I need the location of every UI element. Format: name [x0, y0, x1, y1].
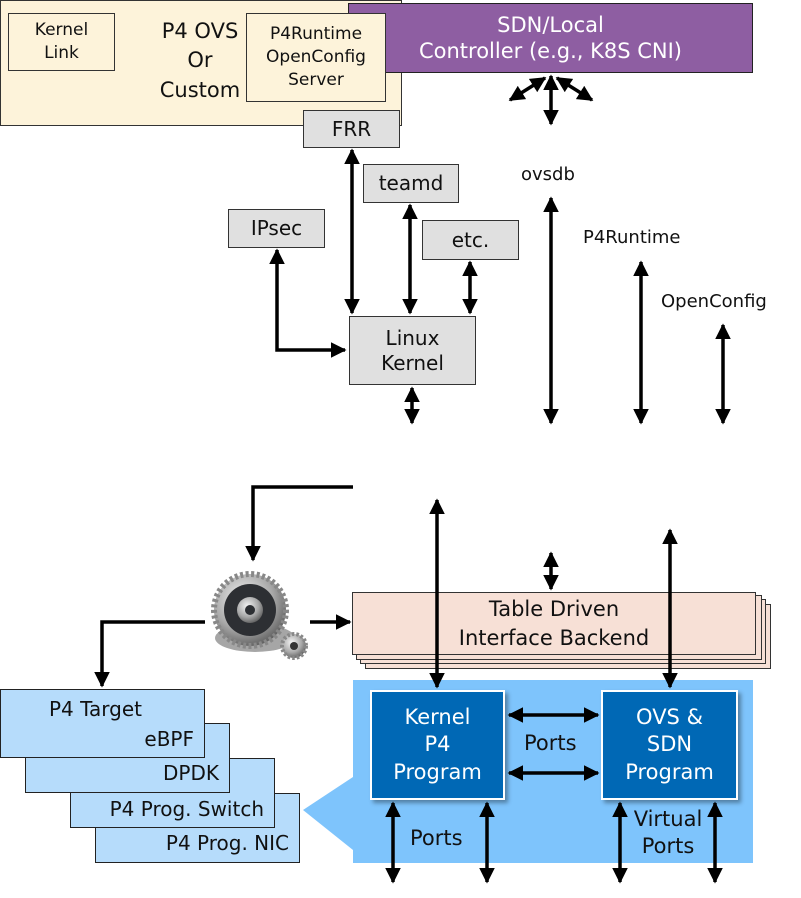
teamd-label: teamd: [378, 171, 444, 195]
p4-ovs-box: Kernel Link P4 OVS Or Custom P4Runtime O…: [0, 0, 402, 126]
target-title: P4 Target: [49, 697, 143, 721]
ipsec-box: IPsec: [228, 209, 325, 248]
controller-line2: Controller (e.g., K8S CNI): [418, 39, 682, 63]
arrow-controller-left: [508, 76, 547, 102]
server-line2: OpenConfig: [266, 47, 366, 68]
callout-triangle: [303, 777, 353, 850]
backend-line2: Interface Backend: [458, 625, 650, 650]
ipsec-label: IPsec: [250, 216, 303, 240]
p4runtime-server-box: P4Runtime OpenConfig Server: [246, 13, 386, 102]
p4runtime-label: P4Runtime: [583, 227, 681, 248]
linux-kernel-line1: Linux: [385, 325, 440, 350]
frr-label: FRR: [331, 116, 372, 141]
target-nic-label: P4 Prog. NIC: [165, 831, 289, 855]
openconfig-label: OpenConfig: [661, 291, 767, 312]
virtual-ports-line2: Ports: [641, 834, 695, 858]
target-dpdk-label: DPDK: [163, 761, 219, 785]
server-line3: Server: [288, 69, 344, 90]
teamd-box: teamd: [363, 164, 459, 203]
kernel-p4-line3: Program: [393, 759, 482, 784]
table-driven-backend-box: Table Driven Interface Backend: [352, 592, 756, 655]
p4-ovs-line3: Custom: [159, 77, 241, 102]
gear-small-hole: [290, 642, 298, 650]
target-ebpf: P4 Target eBPF: [0, 689, 205, 758]
kernel-link-line2: Link: [44, 43, 79, 63]
linux-kernel-line2: Kernel: [381, 350, 444, 375]
ovs-sdn-line1: OVS &: [636, 705, 703, 730]
ovs-sdn-line3: Program: [625, 759, 714, 784]
ovs-sdn-program-box: OVS & SDN Program: [601, 690, 738, 800]
arrow-gear-targets: [94, 620, 205, 688]
etc-box: etc.: [422, 220, 519, 260]
p4-ovs-line1: P4 OVS: [161, 18, 239, 43]
kernel-p4-line1: Kernel: [404, 705, 471, 730]
p4-ovs-title: P4 OVS Or Custom: [150, 16, 250, 106]
frr-box: FRR: [303, 110, 400, 148]
p4-ovs-line2: Or: [187, 48, 213, 73]
linux-kernel-box: Linux Kernel: [349, 316, 476, 385]
etc-label: etc.: [451, 227, 490, 252]
kernel-p4-program-box: Kernel P4 Program: [370, 690, 505, 800]
target-ebpf-label: eBPF: [144, 727, 194, 751]
sdn-controller-box: SDN/Local Controller (e.g., K8S CNI): [348, 3, 753, 73]
bottom-ports-label: Ports: [410, 826, 463, 850]
controller-line1: SDN/Local: [497, 12, 604, 37]
ovs-sdn-line2: SDN: [646, 732, 693, 757]
kernel-link-box: Kernel Link: [8, 13, 115, 71]
gear-large-hole: [245, 605, 255, 615]
between-ports-label: Ports: [524, 731, 577, 755]
target-switch-label: P4 Prog. Switch: [109, 797, 264, 821]
kernel-link-line1: Kernel: [34, 20, 89, 41]
arrow-p4ovs-gear: [245, 485, 353, 562]
virtual-ports-line1: Virtual: [633, 806, 703, 831]
virtual-ports-label: Virtual Ports: [626, 805, 710, 861]
ovsdb-label: ovsdb: [521, 164, 575, 185]
kernel-p4-line2: P4: [424, 732, 451, 757]
backend-line1: Table Driven: [488, 597, 620, 622]
arrow-ipsec-kernel: [269, 248, 347, 358]
server-line1: P4Runtime: [269, 24, 363, 45]
arrow-controller-right: [555, 76, 594, 102]
